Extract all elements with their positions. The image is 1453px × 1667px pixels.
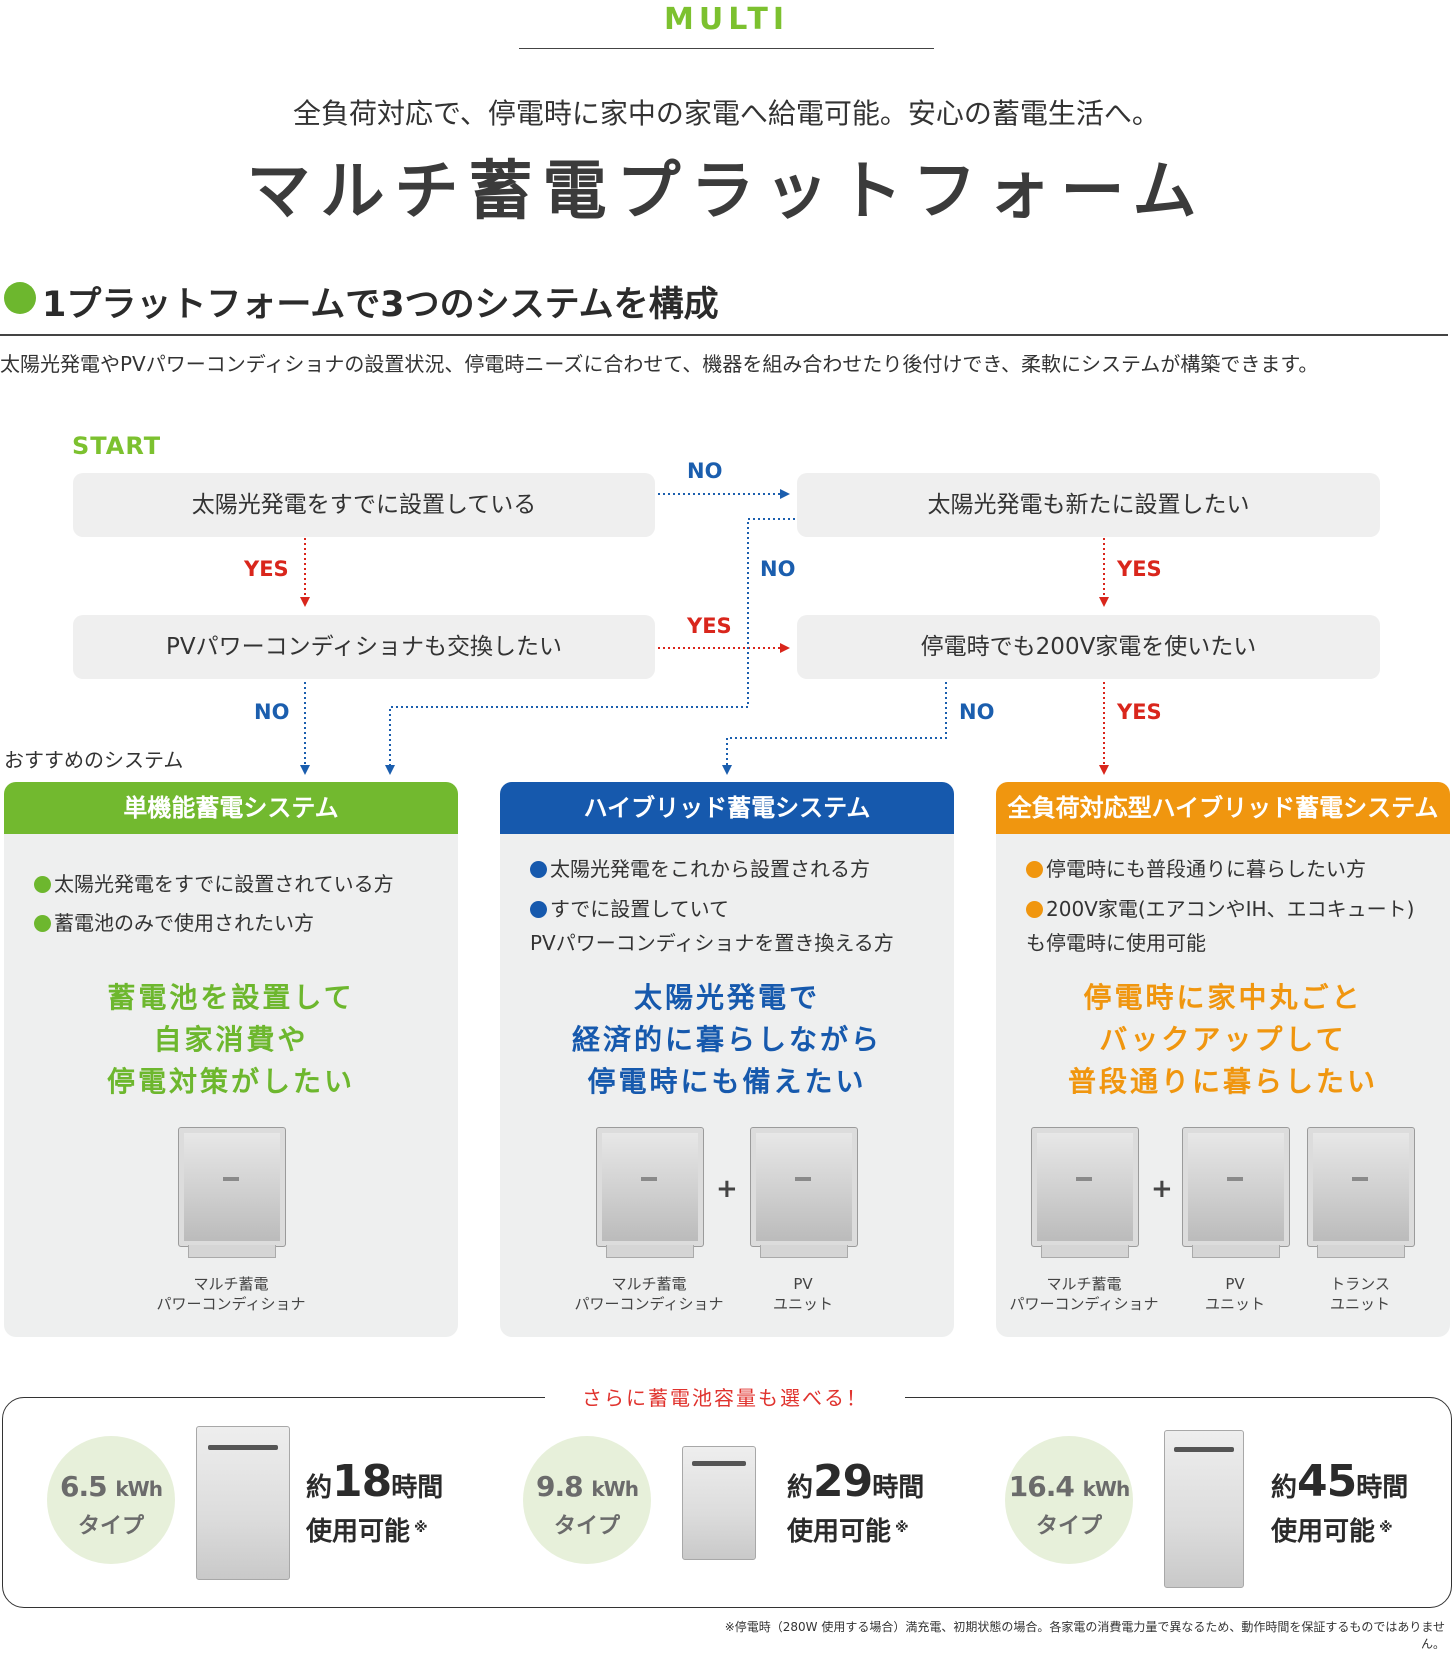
device-label: マルチ蓄電 パワーコンディショナ [1009,1275,1159,1313]
system-card-full-load: 全負荷対応型ハイブリッド蓄電システム 停電時にも普段通りに暮らしたい方 200V… [996,782,1450,1337]
bullet-dot-icon [530,861,547,878]
system-card-hybrid: ハイブリッド蓄電システム 太陽光発電をこれから設置される方 すでに設置していて … [500,782,954,1337]
device-label: マルチ蓄電 パワーコンディショナ [574,1275,724,1313]
pv-unit-image [750,1127,858,1259]
recommend-label: おすすめのシステム [4,748,184,772]
system-catchcopy: 太陽光発電で 経済的に暮らしながら 停電時にも備えたい [571,981,882,1098]
flow-label-no-q4: NO [959,700,995,724]
flow-question-solar-installed: 太陽光発電をすでに設置している [73,473,655,537]
device-label: トランス ユニット [1329,1275,1390,1313]
system-bullet: すでに設置していて PVパワーコンディショナを置き換える方 [530,897,894,955]
device-label: マルチ蓄電 パワーコンディショナ [156,1275,306,1313]
page-subtitle: 全負荷対応で、停電時に家中の家電へ給電可能。安心の蓄電生活へ。 [293,97,1160,130]
flow-label-no-q1: NO [687,459,723,483]
power-conditioner-image [178,1127,286,1259]
section-divider [0,334,1448,336]
trans-unit-image [1307,1127,1415,1259]
plus-icon: + [1151,1174,1173,1204]
capacity-footnote: ※停電時（280W 使用する場合）満充電、初期状態の場合。各家電の消費電力量で異… [724,1620,1445,1651]
page-title: マルチ蓄電プラットフォーム [246,155,1207,229]
capacity-usage-text: 約45時間 使用可能※ [1271,1456,1409,1547]
flow-label-yes-q2: YES [687,614,732,638]
system-bullet: 太陽光発電をこれから設置される方 [530,852,870,886]
system-bullet: 太陽光発電をすでに設置されている方 [34,867,394,901]
flow-label-no-q3: NO [760,557,796,581]
flow-question-200v: 停電時でも200V家電を使いたい [797,615,1380,679]
eyebrow-multi: MULTI [664,2,789,37]
flow-label-no-q2: NO [254,700,290,724]
bullet-dot-icon [530,901,547,918]
flow-connectors [300,489,1109,775]
system-bullet: 蓄電池のみで使用されたい方 [34,906,314,940]
system-bullet: 停電時にも普段通りに暮らしたい方 [1026,852,1366,886]
capacity-badge: 6.5 kWh タイプ [47,1436,175,1564]
pv-unit-image [1182,1127,1290,1259]
bullet-dot-icon [1026,901,1043,918]
capacity-badge: 9.8 kWh タイプ [523,1436,651,1564]
flow-label-yes-q1: YES [244,557,289,581]
system-card-title: 単機能蓄電システム [4,782,458,834]
bullet-dot-icon [1026,861,1043,878]
system-card-title: 全負荷対応型ハイブリッド蓄電システム [996,782,1450,834]
flow-label-yes-q3: YES [1117,557,1162,581]
capacity-badge: 16.4 kWh タイプ [1005,1436,1133,1564]
capacity-usage-text: 約29時間 使用可能※ [787,1456,925,1547]
header-divider [519,48,934,49]
bullet-dot-icon [34,915,51,932]
section-intro: 太陽光発電やPVパワーコンディショナの設置状況、停電時ニーズに合わせて、機器を組… [0,352,1319,376]
flow-start-label: START [72,432,162,460]
green-dot-icon [4,282,36,314]
system-catchcopy: 停電時に家中丸ごと バックアップして 普段通りに暮らしたい [1067,981,1378,1098]
flow-question-new-solar: 太陽光発電も新たに設置したい [797,473,1380,537]
system-card-title: ハイブリッド蓄電システム [500,782,954,834]
plus-icon: + [716,1174,738,1204]
bullet-dot-icon [34,876,51,893]
power-conditioner-image [1031,1127,1139,1259]
system-card-single: 単機能蓄電システム 太陽光発電をすでに設置されている方 蓄電池のみで使用されたい… [4,782,458,1337]
system-bullet: 200V家電(エアコンやIH、エコキュート) も停電時に使用可能 [1026,897,1415,955]
flow-question-replace-pcs: PVパワーコンディショナも交換したい [73,615,655,679]
capacity-usage-text: 約18時間 使用可能※ [306,1456,444,1547]
system-catchcopy: 蓄電池を設置して 自家消費や 停電対策がしたい [106,981,355,1098]
section-heading: 1プラットフォームで3つのシステムを構成 [42,285,719,325]
capacity-title: さらに蓄電池容量も選べる！ [545,1382,905,1411]
device-label: PV ユニット [1204,1275,1265,1313]
battery-6-5-image [196,1426,290,1580]
battery-9-8-image [682,1446,756,1560]
power-conditioner-image [596,1127,704,1259]
device-label: PV ユニット [772,1275,833,1313]
battery-16-4-image [1164,1430,1244,1588]
flow-label-yes-q4: YES [1117,700,1162,724]
